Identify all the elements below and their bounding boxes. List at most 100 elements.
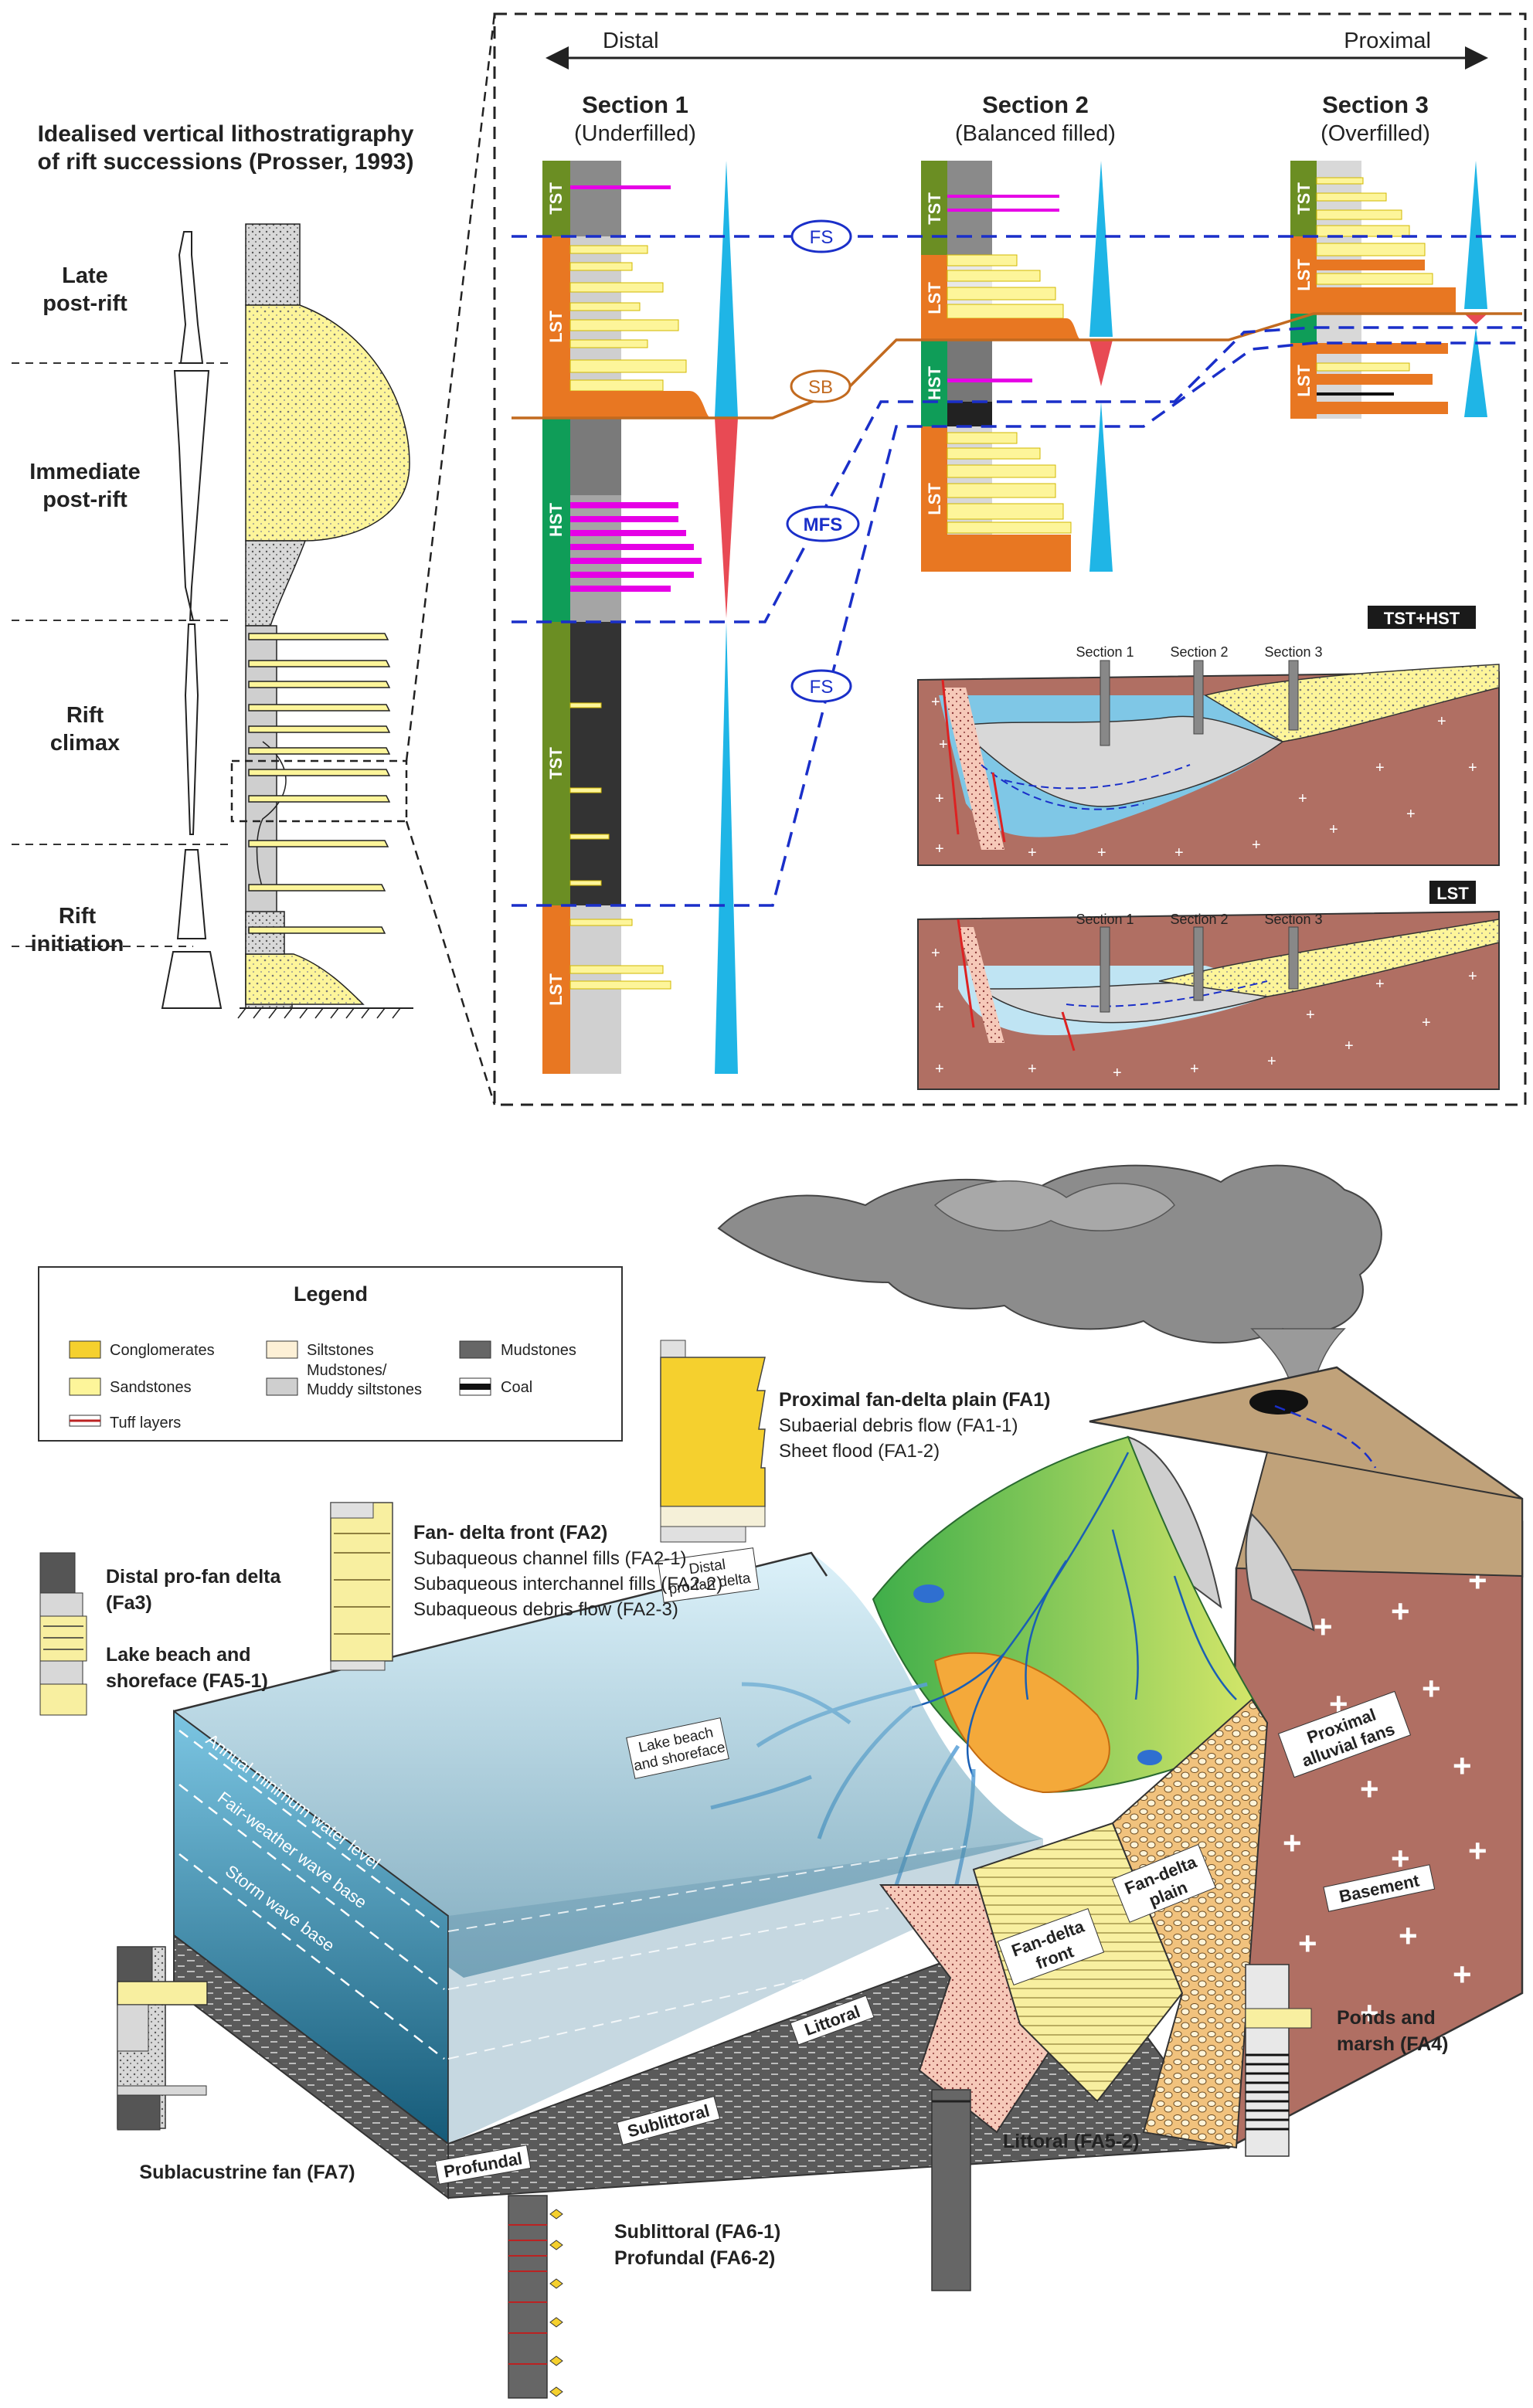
- legend-sandstones: Sandstones: [110, 1379, 192, 1396]
- log-fa3-fa5-1: [39, 1552, 87, 1716]
- svg-text:FS: FS: [810, 227, 834, 248]
- svg-text:+: +: [1360, 1995, 1379, 2031]
- fa7-label: Sublacustrine fan (FA7): [139, 2162, 355, 2183]
- fs-surface-lower: [512, 341, 1522, 907]
- section1-title: Section 1: [582, 91, 688, 118]
- fa1-subaerial: Subaerial debris flow (FA1-1): [779, 1415, 1018, 1436]
- legend-title: Legend: [294, 1282, 368, 1306]
- svg-text:+: +: [1399, 1917, 1418, 1954]
- pond: [913, 1584, 944, 1603]
- legend-conglomerates: Conglomerates: [110, 1342, 215, 1359]
- idealised-lithology-column: [237, 223, 413, 1019]
- sequence-panel-frame: [493, 12, 1527, 1106]
- zoom-leader: [405, 820, 496, 1106]
- fa4-label-2: marsh (FA4): [1337, 2033, 1448, 2055]
- zoom-leader: [405, 13, 496, 762]
- proximal-label: Proximal: [1344, 29, 1431, 53]
- stage-label-immediate-2: post-rift: [42, 487, 127, 512]
- svg-text:+: +: [1453, 1956, 1472, 1992]
- svg-text:+: +: [1329, 821, 1338, 838]
- callout-distal-pro-fan: Distal pro-fan delta: [658, 1547, 760, 1603]
- svg-text:+: +: [1190, 1061, 1199, 1078]
- tract-bar-lst: [542, 236, 570, 418]
- tract-label-lst: LST: [925, 282, 944, 314]
- well-label-2: Section 2: [1170, 644, 1228, 660]
- svg-text:+: +: [1298, 790, 1307, 807]
- svg-text:+: +: [931, 945, 940, 962]
- svg-text:+: +: [1375, 759, 1385, 776]
- well-label-3: Section 3: [1264, 644, 1322, 660]
- log-fa1: [660, 1340, 766, 1543]
- svg-text:+: +: [1267, 1053, 1276, 1070]
- section2-title: Section 2: [982, 91, 1089, 118]
- section2-subtitle: (Balanced filled): [955, 121, 1116, 146]
- svg-text:+: +: [1174, 844, 1184, 861]
- fa2-interchannel: Subaqueous interchannel fills (FA2-2): [413, 1574, 722, 1595]
- stage-label-climax: Rift: [66, 703, 104, 728]
- tract-bar-lst: [542, 905, 570, 1074]
- triangle-regression: [715, 161, 738, 417]
- tract-label-lst: LST: [1294, 365, 1314, 397]
- pond: [1137, 1750, 1162, 1765]
- fan-delta-plain-zone: [1111, 1698, 1269, 2149]
- basement-crosses: +++ +++ +++ +++ +++: [1267, 1562, 1487, 2046]
- tract-bar-tst: [542, 622, 570, 905]
- well-label-1: Section 1: [1076, 912, 1134, 927]
- stage-label-climax-2: climax: [50, 731, 120, 756]
- well-label-1: Section 1: [1076, 644, 1134, 660]
- idealised-column-panel: Idealised vertical lithostratigraphy of …: [12, 13, 496, 1106]
- log-fa2: [330, 1502, 393, 1671]
- fa1-sheet-flood: Sheet flood (FA1-2): [779, 1441, 940, 1462]
- surface-label-fs: FS: [790, 219, 852, 253]
- surface-label-sb: SB: [790, 369, 851, 403]
- tract-label-tst: TST: [546, 747, 566, 779]
- svg-text:+: +: [935, 841, 944, 858]
- idealised-title-line1: Idealised vertical lithostratigraphy: [38, 121, 414, 147]
- fa3-code: (Fa3): [106, 1592, 152, 1614]
- svg-text:+: +: [1375, 976, 1385, 993]
- svg-text:+: +: [1453, 1747, 1472, 1784]
- well-label-3: Section 3: [1264, 912, 1322, 927]
- svg-text:+: +: [931, 694, 940, 711]
- section3-title: Section 3: [1322, 91, 1429, 118]
- log-fa4: [1245, 1964, 1312, 2157]
- tract-label-lst: LST: [1294, 259, 1314, 291]
- idealised-title-line2: of rift successions (Prosser, 1993): [38, 149, 414, 175]
- section3-column: TST LST LST: [1290, 161, 1487, 419]
- fa5-2-label: Littoral (FA5-2): [1003, 2131, 1139, 2152]
- fan-delta-lobe: [933, 1652, 1110, 1794]
- triangle-regression: [715, 622, 738, 1074]
- svg-text:FS: FS: [810, 677, 834, 698]
- surface-label-fs-lower: FS: [790, 669, 852, 703]
- section3-subtitle: (Overfilled): [1321, 121, 1430, 146]
- svg-text:+: +: [1468, 1832, 1487, 1869]
- fa2-debris-flow: Subaqueous debris flow (FA2-3): [413, 1599, 678, 1620]
- stage-label-late: Late: [62, 263, 108, 288]
- section2-column: TST LST HST LST: [921, 161, 1113, 572]
- log-fa6: [508, 2195, 563, 2399]
- svg-text:SB: SB: [808, 377, 833, 398]
- spindle-symbol: [161, 951, 223, 1009]
- correlation-surfaces: [512, 235, 1522, 907]
- tract-label-tst: TST: [925, 192, 944, 225]
- svg-text:MFS: MFS: [804, 515, 843, 535]
- svg-text:+: +: [935, 999, 944, 1016]
- fa3-label: Distal pro-fan delta: [106, 1566, 282, 1588]
- legend-mudstones: Mudstones: [501, 1342, 576, 1359]
- tract-bar-tst: [542, 161, 570, 236]
- spindle-symbol: [176, 849, 207, 939]
- legend-frame: [38, 1266, 623, 1442]
- legend-coal: Coal: [501, 1379, 532, 1396]
- fa6-2-label: Profundal (FA6-2): [614, 2247, 775, 2269]
- basin-section-tst-hst: TST+HST +++ +++ +++ +++ ++ Section 1 Sec…: [917, 606, 1500, 866]
- svg-text:+: +: [1283, 1825, 1302, 1861]
- spindle-symbol: [178, 231, 204, 364]
- log-fa7: [117, 1946, 208, 2131]
- mfs-surface: [512, 326, 1522, 623]
- section1-column: TST LST HST TST LST: [542, 161, 738, 1074]
- sand-stringers: [248, 633, 391, 934]
- volcano-vent: [1249, 1390, 1308, 1415]
- svg-text:+: +: [1360, 1771, 1379, 1807]
- triangle-transgression: [715, 418, 738, 618]
